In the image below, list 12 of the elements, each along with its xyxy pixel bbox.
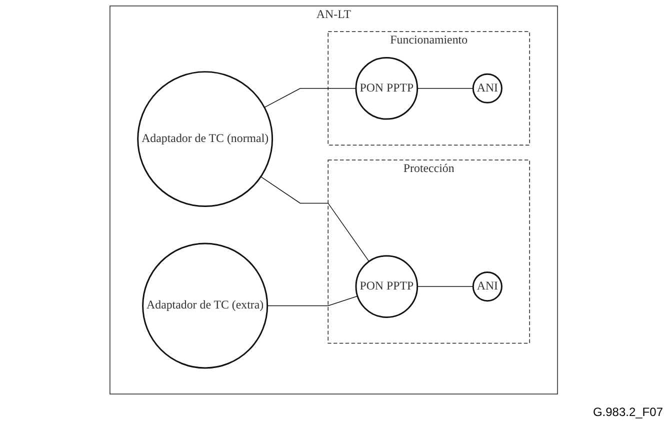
connector	[416, 286, 474, 287]
connector	[260, 176, 370, 262]
node-circle: PON PPTP	[355, 56, 418, 120]
connector	[266, 296, 358, 306]
node-circle: Adaptador de TC (extra)	[142, 242, 268, 369]
connector	[416, 88, 474, 89]
node-circle: PON PPTP	[355, 255, 418, 318]
connector	[264, 88, 356, 108]
node-circle: ANI	[472, 272, 502, 302]
figure-number: G.983.2_F07	[592, 405, 663, 419]
node-circle: Adaptador de TC (normal)	[136, 71, 273, 208]
node-circle: ANI	[472, 73, 502, 104]
